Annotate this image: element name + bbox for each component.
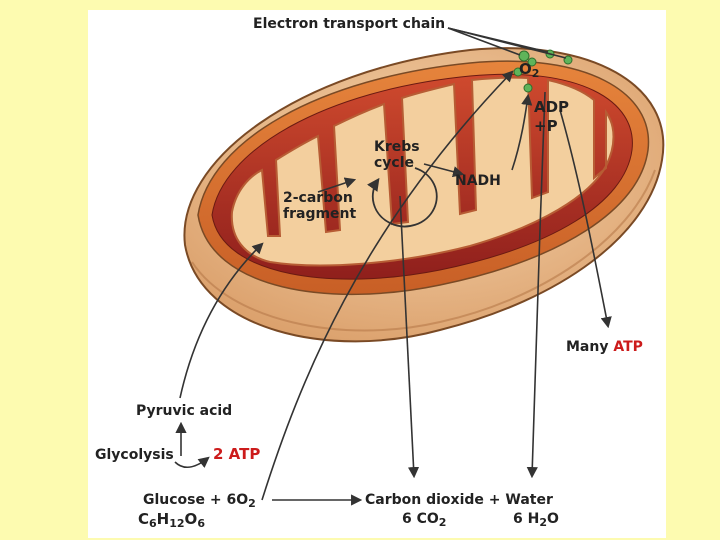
glycolysis-to-atp-arrow bbox=[174, 456, 210, 469]
krebs-cycle-arrow bbox=[367, 167, 438, 228]
pyruvic-acid-label: Pyruvic acid bbox=[136, 403, 233, 419]
products-equation-label: Carbon dioxide + Water bbox=[365, 492, 553, 508]
formula-h-sub: 12 bbox=[169, 517, 185, 530]
many-atp-label: Many ATP bbox=[566, 340, 643, 354]
glucose-equation-sub: 2 bbox=[248, 497, 256, 510]
oxygen-symbol: O bbox=[519, 60, 532, 78]
etc-leader-3 bbox=[447, 27, 567, 59]
etc-enzymes bbox=[513, 49, 573, 93]
two-atp-label: 2 ATP bbox=[213, 445, 261, 463]
pyruvate-to-mito-arrow bbox=[179, 242, 264, 399]
h2o-amount-label: 6 H2O bbox=[513, 512, 559, 528]
phosphate-label: +P bbox=[534, 117, 558, 135]
many-text: Many bbox=[566, 339, 609, 355]
oxygen-subscript: 2 bbox=[531, 67, 540, 80]
water-down-arrow bbox=[526, 91, 546, 479]
glucose-formula-label: C6H12O6 bbox=[138, 510, 205, 530]
flow-arrows bbox=[174, 27, 612, 506]
fragment-label: fragment bbox=[283, 206, 357, 222]
h2o-end: O bbox=[547, 511, 559, 527]
atp-down-arrow bbox=[559, 109, 612, 329]
fragment-to-krebs-arrow bbox=[317, 177, 357, 193]
glucose-equation-text: Glucose + 6O bbox=[143, 492, 249, 508]
glycolysis-label: Glycolysis bbox=[95, 447, 174, 463]
electron-transport-chain-label: Electron transport chain bbox=[253, 16, 446, 32]
many-atp-text: ATP bbox=[613, 339, 643, 355]
co2-subscript: 2 bbox=[438, 516, 447, 529]
formula-o-sub: 6 bbox=[197, 517, 205, 530]
formula-c: C bbox=[138, 510, 150, 528]
co2-text: 6 CO bbox=[402, 511, 439, 527]
formula-h: H bbox=[156, 510, 170, 528]
h2o-text: 6 H bbox=[513, 511, 540, 527]
h2o-subscript: 2 bbox=[539, 516, 547, 529]
nadh-label: NADH bbox=[455, 173, 501, 189]
cycle-label: cycle bbox=[374, 155, 415, 171]
membrane-shadow bbox=[191, 169, 656, 332]
co2-down-arrow bbox=[399, 195, 420, 479]
co2-amount-label: 6 CO2 bbox=[402, 512, 446, 528]
krebs-label: Krebs bbox=[374, 139, 420, 155]
adp-label: ADP bbox=[534, 98, 570, 116]
formula-c-sub: 6 bbox=[149, 517, 157, 530]
two-carbon-label: 2-carbon bbox=[283, 190, 353, 206]
glucose-equation-label: Glucose + 6O2 bbox=[143, 493, 256, 509]
oxygen-label: O2 bbox=[519, 60, 540, 80]
nadh-to-etc-arrow bbox=[511, 93, 533, 171]
etc-leader-1 bbox=[447, 27, 521, 56]
oxygen-flow-arrow bbox=[261, 70, 514, 501]
formula-o: O bbox=[184, 510, 198, 528]
